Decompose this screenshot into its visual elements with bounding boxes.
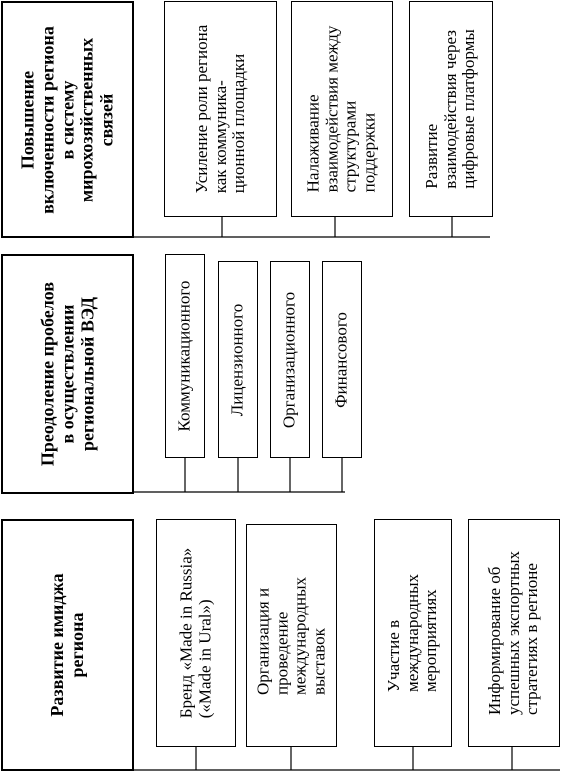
section-2-item-3-label: Организационного xyxy=(279,291,299,428)
section-2-item-1: Коммуникационного xyxy=(165,254,205,458)
section-2-item-4: Финансового xyxy=(322,261,362,458)
section-2-item-3: Организационного xyxy=(270,261,310,458)
section-2-item-1-label: Коммуникационного xyxy=(174,280,194,432)
section-2-item-4-label: Финансового xyxy=(331,311,351,408)
section-3-item-1-label: Бренд «Made in Russia»(«Made in Ural») xyxy=(176,547,214,719)
section-2-item-2-label: Лицензионного xyxy=(227,303,247,416)
section-3-item-1: Бренд «Made in Russia»(«Made in Ural») xyxy=(156,519,236,747)
section-2-item-2: Лицензионного xyxy=(218,261,258,458)
